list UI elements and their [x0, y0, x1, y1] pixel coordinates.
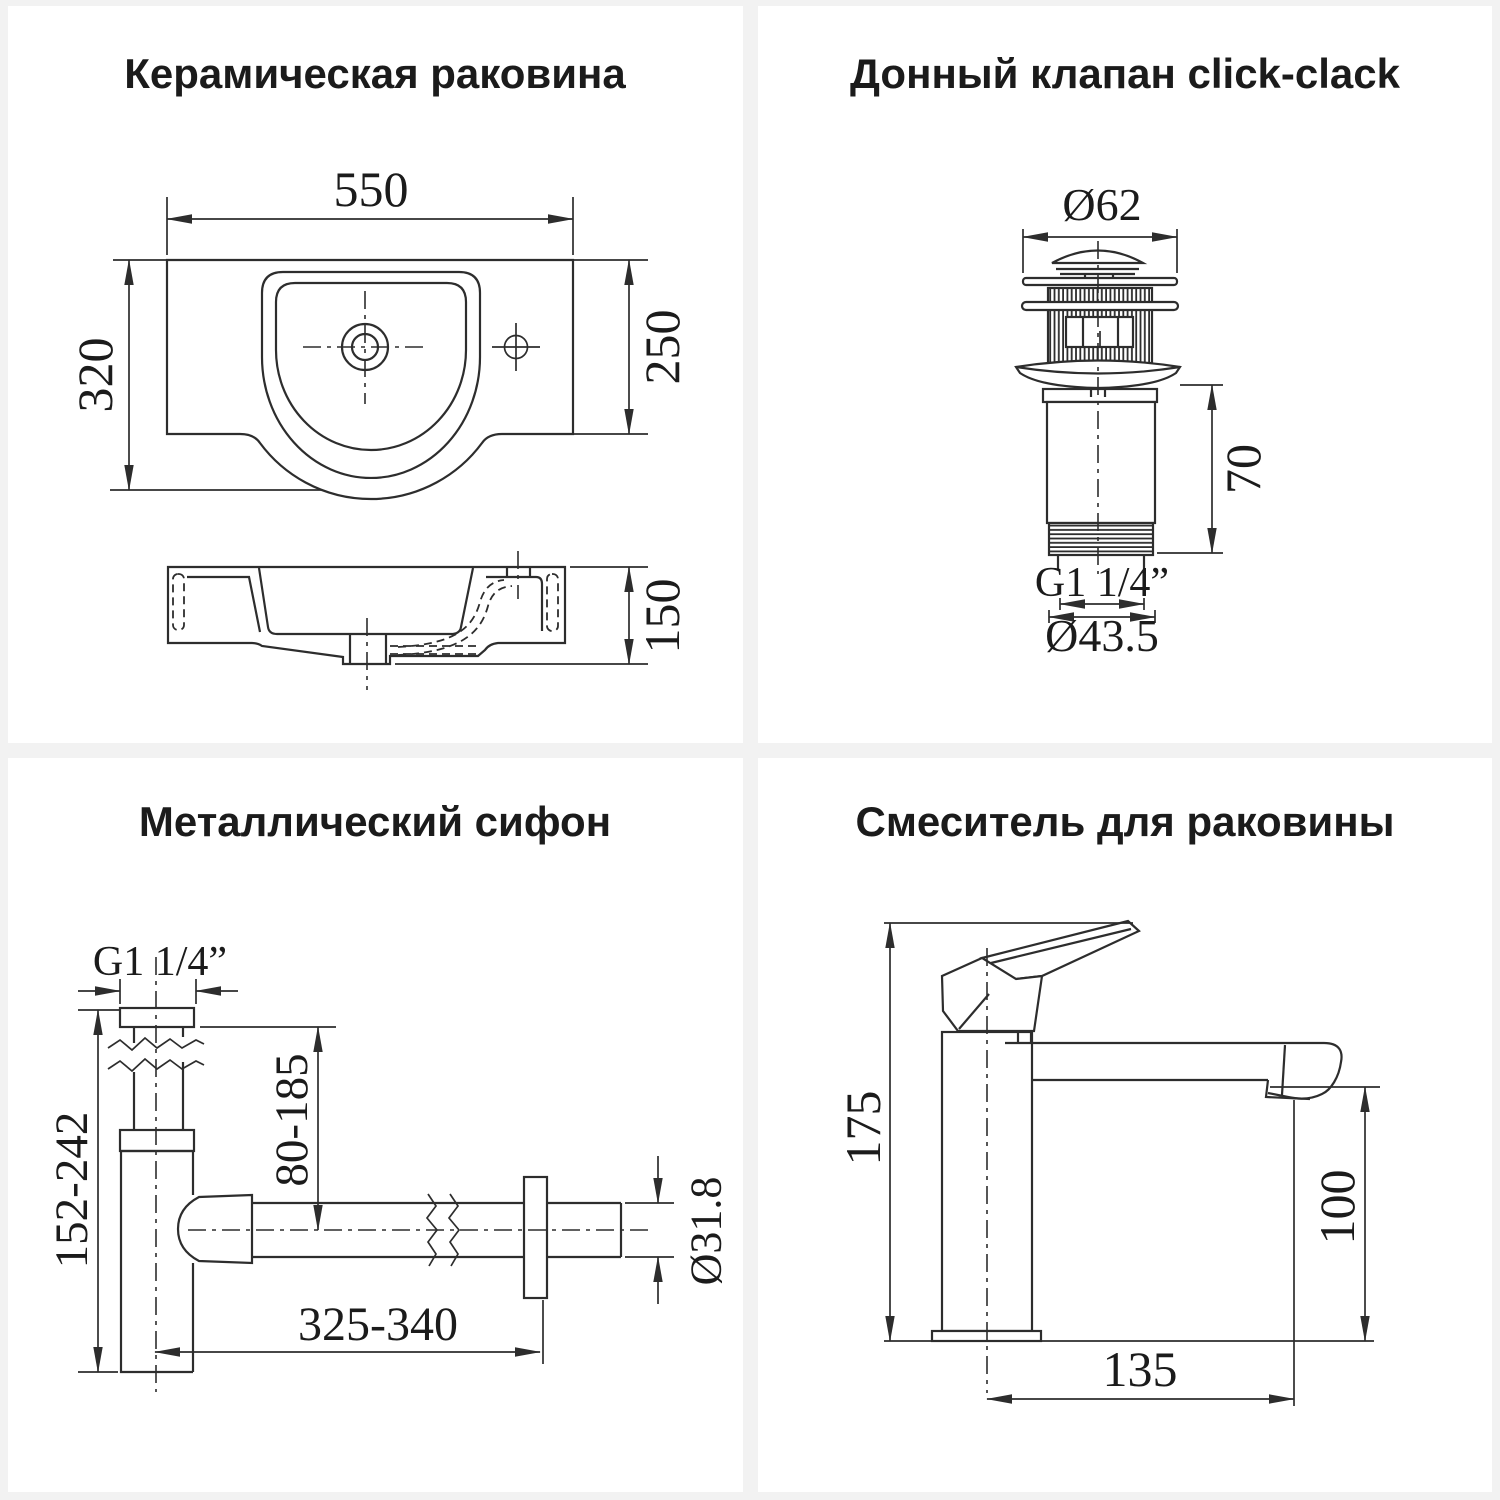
valve-thread-label: G1 1/4” [1035, 560, 1169, 606]
sink-top-view [165, 258, 575, 501]
sink-section-height-label: 150 [634, 579, 690, 654]
siphon-thread-label: G1 1/4” [93, 939, 227, 985]
mixer-drawing: Смеситель для раковины 175 [835, 798, 1395, 1406]
mixer-title: Смеситель для раковины [855, 798, 1394, 845]
siphon-body [107, 957, 648, 1392]
valve-cap-diameter-label: Ø62 [1062, 179, 1141, 230]
panel-siphon [8, 758, 743, 1492]
siphon-title: Металлический сифон [139, 798, 611, 845]
mixer-spout-height-label: 100 [1309, 1170, 1365, 1245]
mixer-spout-reach-label: 135 [1103, 1341, 1178, 1397]
valve-body [1014, 241, 1182, 574]
tap-hole-mark [492, 323, 540, 371]
valve-thread-diameter-label: Ø43.5 [1045, 610, 1159, 661]
siphon-drawing: Металлический сифон G1 1/4” [46, 798, 731, 1392]
valve-title: Донный клапан click-clack [850, 50, 1401, 97]
valve-drawing: Донный клапан click-clack Ø62 [850, 50, 1401, 661]
siphon-riser-range-label: 80-185 [266, 1053, 318, 1186]
sink-title: Керамическая раковина [124, 50, 626, 97]
sink-depth-label: 320 [67, 338, 123, 413]
sink-right-height-label: 250 [634, 310, 690, 385]
siphon-height-range-label: 152-242 [46, 1112, 98, 1269]
siphon-pipe-diameter-label: Ø31.8 [682, 1177, 731, 1286]
wall-flange [522, 1175, 549, 1300]
mixer-total-height-label: 175 [835, 1091, 891, 1166]
sink-width-label: 550 [334, 161, 409, 217]
mixer-aerator [1264, 1079, 1311, 1101]
siphon-length-range-label: 325-340 [298, 1298, 458, 1351]
mixer-body [930, 919, 1343, 1393]
sink-section-view [166, 551, 567, 690]
valve-tail-height-label: 70 [1215, 444, 1271, 494]
sink-drawing: Керамическая раковина 550 320 [67, 50, 690, 690]
